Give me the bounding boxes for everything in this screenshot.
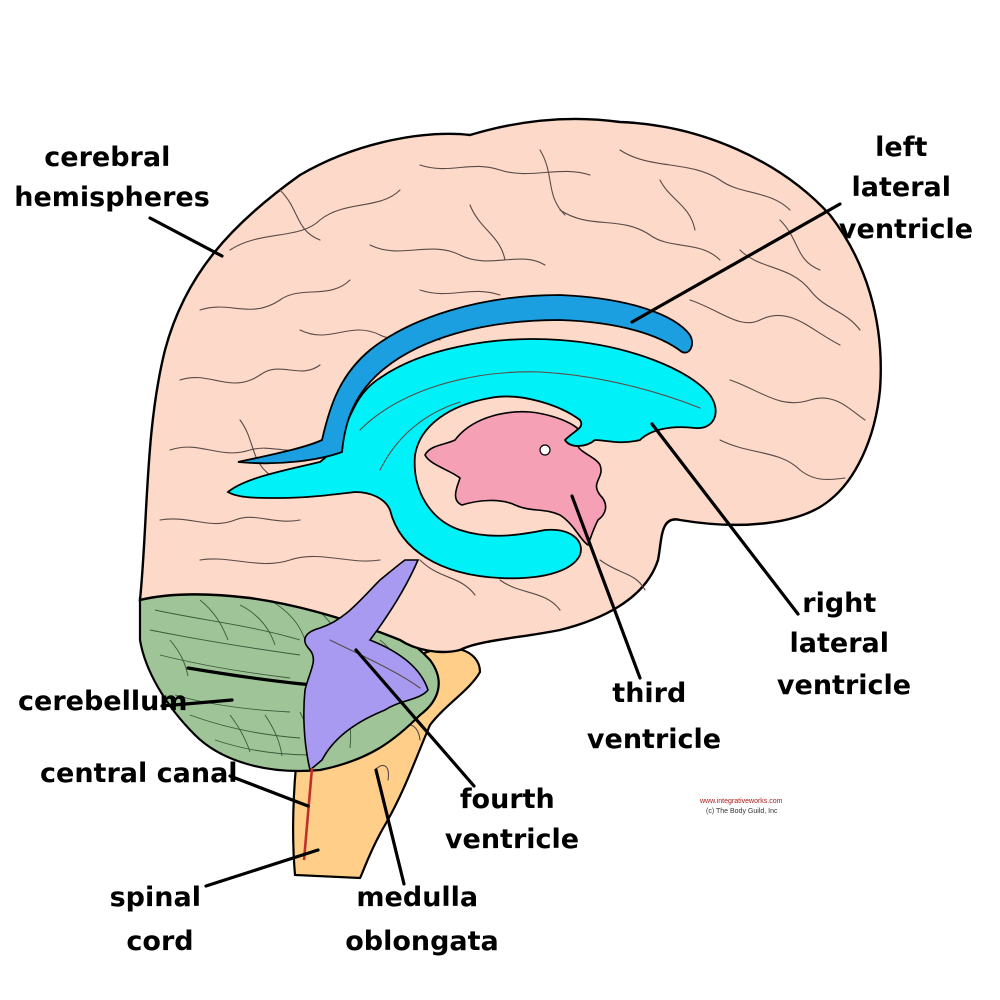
credit-copyright: (c) The Body Guild, Inc [706,808,778,815]
ventricle-inner-lines [359,371,701,471]
cerebral-sulci [159,149,866,611]
leader-central-canal [228,774,310,808]
central-canal [302,767,314,861]
leader-third-ventricle [570,494,642,680]
leader-spinal-cord [204,848,320,888]
leader-medulla-oblongata [374,768,406,886]
label-spinal-cord: spinal cord [110,882,211,957]
left-lateral-ventricle [237,294,693,465]
label-third-ventricle: third ventricle [587,678,721,755]
credit-url: www.integrativeworks.com [699,798,783,805]
label-left-lateral-ventricle: left lateral ventricle [839,132,973,245]
leader-cerebral-hemispheres [148,216,224,258]
leader-right-lateral-ventricle [650,422,800,616]
label-cerebral-hemispheres: cerebral hemispheres [14,142,210,213]
label-fourth-ventricle: fourth ventricle [445,784,579,855]
right-lateral-ventricle [226,338,717,580]
leader-left-lateral-ventricle [630,202,842,324]
interventricular-foramen [539,444,551,456]
label-central-canal: central canal [40,758,238,789]
leader-cerebellum [160,698,234,708]
leader-fourth-ventricle [354,648,476,788]
label-right-lateral-ventricle: right lateral ventricle [777,588,911,701]
label-medulla-oblongata: medulla oblongata [345,882,499,957]
label-cerebellum: cerebellum [18,686,187,717]
fourth-ventricle [303,559,429,772]
